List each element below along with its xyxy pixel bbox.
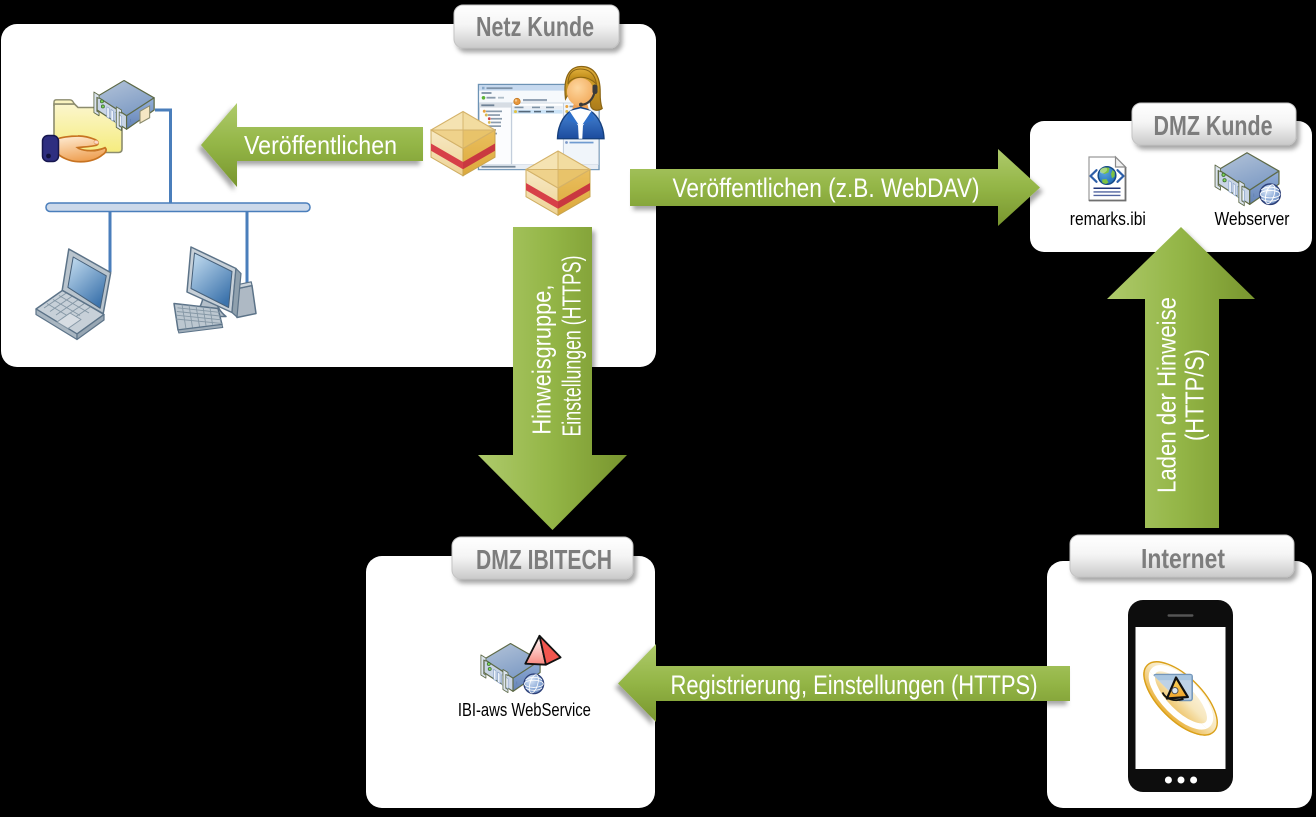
svg-text:IBI-aws WebService: IBI-aws WebService	[458, 700, 591, 720]
svg-text:Veröffentlichen (z.B. WebDAV): Veröffentlichen (z.B. WebDAV)	[673, 173, 980, 203]
svg-text:DMZ Kunde: DMZ Kunde	[1154, 110, 1273, 141]
svg-text:Laden der Hinweise: Laden der Hinweise	[1152, 297, 1182, 493]
svg-text:DMZ IBITECH: DMZ IBITECH	[476, 544, 612, 575]
svg-text:Netz Kunde: Netz Kunde	[476, 11, 594, 42]
svg-text:(HTTP/S): (HTTP/S)	[1180, 349, 1210, 441]
svg-text:Registrierung, Einstellungen (: Registrierung, Einstellungen (HTTPS)	[671, 670, 1038, 700]
svg-text:remarks.ibi: remarks.ibi	[1070, 209, 1146, 229]
svg-text:Veröffentlichen: Veröffentlichen	[244, 130, 397, 160]
svg-text:Einstellungen (HTTPS): Einstellungen (HTTPS)	[557, 256, 587, 437]
svg-text:Webserver: Webserver	[1215, 209, 1290, 229]
svg-text:Internet: Internet	[1141, 543, 1225, 574]
svg-text:Hinweisgruppe,: Hinweisgruppe,	[527, 285, 557, 435]
